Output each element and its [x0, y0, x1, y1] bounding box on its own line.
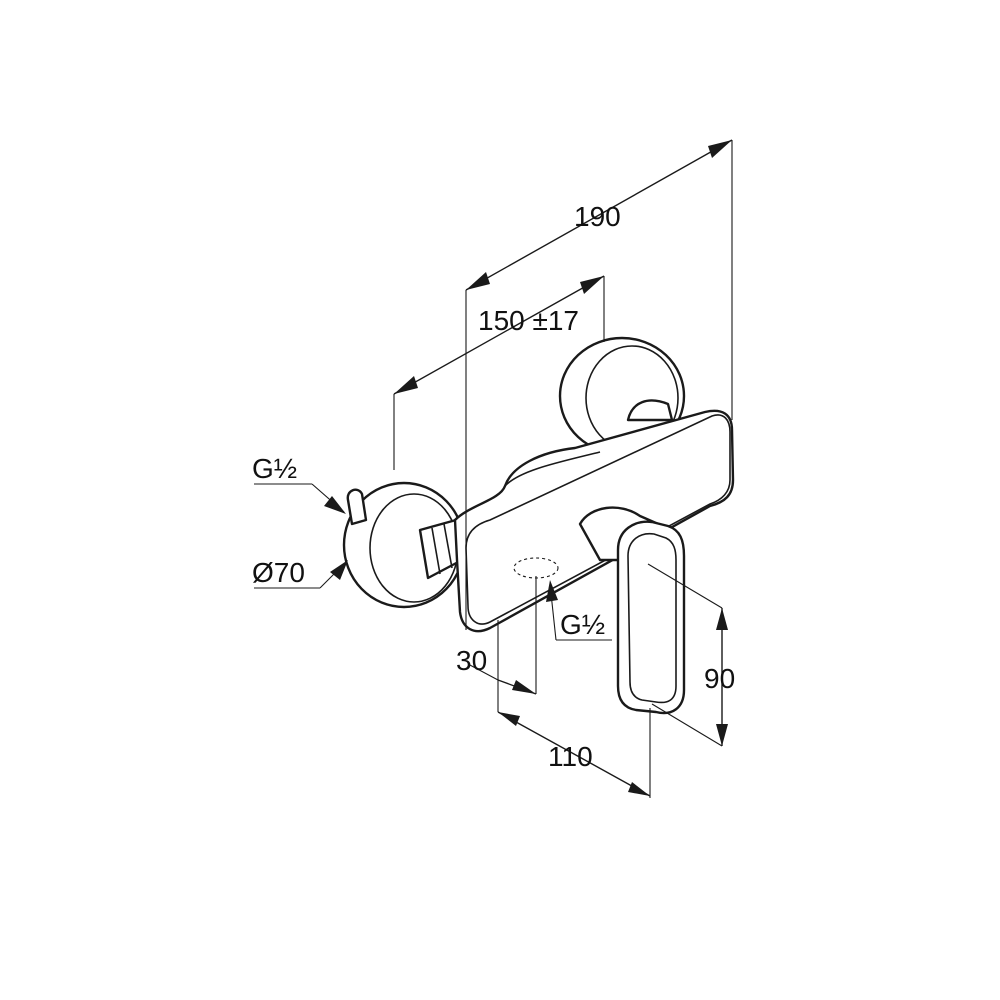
dimension-150: 150 ±17	[393, 275, 605, 470]
front-wall-rosette	[342, 481, 466, 609]
dimension-190: 190	[465, 139, 733, 630]
rosette-diameter-callout: Ø70	[252, 557, 348, 589]
rosette-diameter-label: Ø70	[252, 557, 305, 588]
dimension-90: 90	[647, 563, 735, 747]
rear-wall-rosette	[558, 336, 686, 456]
dimension-30: 30	[456, 576, 537, 712]
outlet-thread-label: G½	[560, 609, 605, 640]
dim-110-label: 110	[548, 741, 593, 772]
lever-handle	[578, 506, 686, 715]
outlet-thread-callout: G½	[546, 580, 612, 641]
inlet-thread-label: G½	[252, 453, 297, 484]
dim-90-label: 90	[704, 663, 735, 694]
inlet-thread-callout: G½	[252, 453, 346, 514]
dim-30-label: 30	[456, 645, 487, 676]
dimension-110: 110	[497, 708, 651, 798]
dim-190-label: 190	[574, 201, 621, 232]
dim-150-label: 150 ±17	[478, 305, 579, 336]
